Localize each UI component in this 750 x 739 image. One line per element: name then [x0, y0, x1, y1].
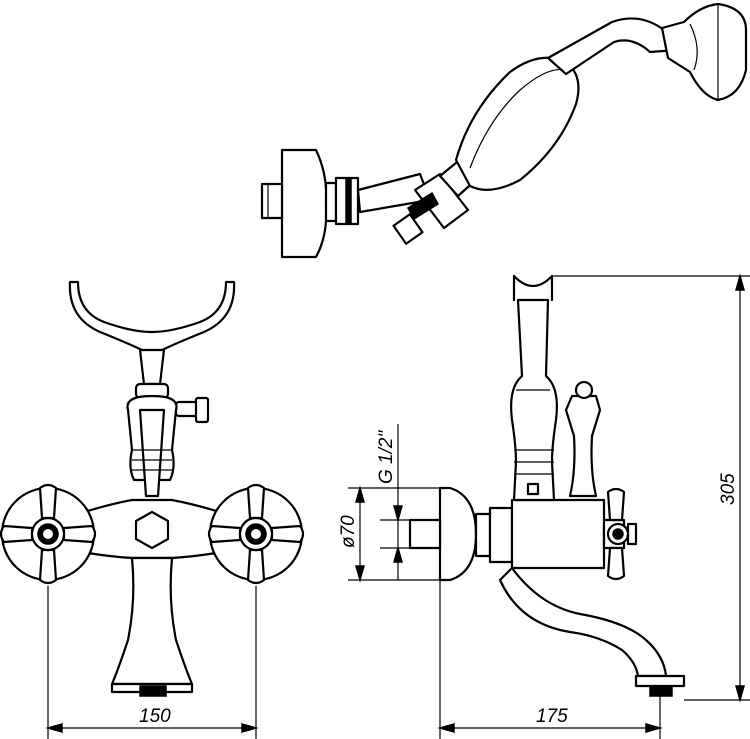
bracket-neck: [324, 181, 338, 223]
dimension-depth: 175: [437, 580, 663, 739]
dimension-flange: ø70: [338, 485, 440, 583]
wall-bracket-disc: [280, 148, 328, 259]
dimension-height-label: 305: [718, 473, 739, 505]
side-cross-handle: [602, 487, 638, 581]
front-view: 150: [0, 280, 305, 739]
right-cross-handle: [207, 483, 305, 585]
dimension-thread: G 1/2": [376, 424, 410, 580]
hand-shower-assembly: [260, 2, 748, 259]
shower-head: [660, 2, 748, 102]
inlet-nut: [474, 512, 492, 558]
shower-neck: [546, 17, 678, 76]
front-spout: [110, 556, 194, 686]
dimension-thread-label: G 1/2": [376, 430, 397, 484]
dimension-width-label: 150: [139, 706, 171, 727]
dimension-height: 305: [552, 273, 750, 703]
dimension-width: 150: [45, 586, 259, 739]
shower-handle: [454, 56, 580, 191]
left-cross-handle: [0, 483, 97, 585]
side-column: [510, 298, 558, 502]
wall-flange: [438, 486, 478, 582]
dimension-flange-label: ø70: [338, 515, 359, 548]
side-view: 175 305 G 1/2" ø70: [338, 273, 750, 739]
bracket-knob: [260, 182, 284, 220]
side-body: [510, 498, 606, 570]
shower-cradle: [68, 280, 236, 354]
holder-collar: [413, 172, 470, 230]
side-diverter: [564, 394, 602, 498]
side-spout: [498, 566, 668, 678]
dimension-depth-label: 175: [536, 706, 568, 727]
